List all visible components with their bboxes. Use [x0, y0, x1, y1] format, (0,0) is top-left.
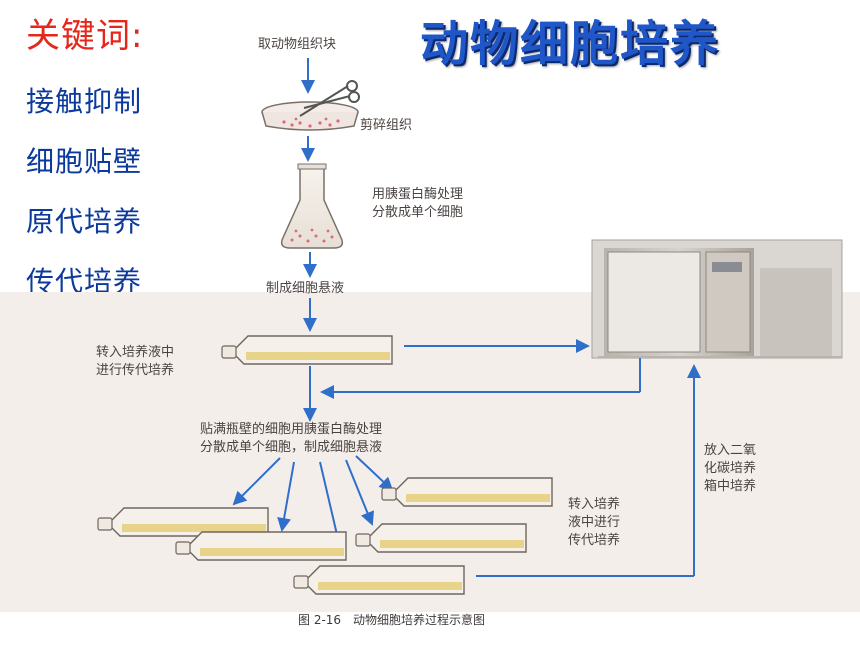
label-transfer-right-3: 传代培养	[568, 532, 620, 548]
keywords-title: 关键词:	[26, 16, 144, 56]
label-transfer-left-1: 转入培养液中	[96, 344, 174, 360]
keyword-contact-inhibition: 接触抑制	[26, 85, 143, 118]
culture-flask-2	[175, 531, 347, 561]
label-trypsin-line1: 用胰蛋白酶处理	[372, 186, 463, 202]
petri-dish-icon	[261, 101, 359, 131]
scissors-icon	[299, 80, 360, 117]
label-transfer-right-2: 液中进行	[568, 515, 620, 530]
label-mince: 剪碎组织	[360, 117, 412, 133]
label-incubator-2: 化碳培养	[704, 460, 756, 476]
keyword-primary-culture: 原代培养	[26, 205, 143, 238]
label-take-tissue: 取动物组织块	[258, 37, 336, 52]
culture-flask-4	[355, 523, 527, 553]
label-redisperse-2: 分散成单个细胞，制成细胞悬液	[200, 440, 382, 455]
culture-flask-5	[381, 477, 553, 507]
keyword-cell-adhesion: 细胞贴壁	[26, 145, 143, 178]
label-trypsin-line2: 分散成单个细胞	[372, 205, 463, 220]
label-incubator-1: 放入二氧	[704, 443, 756, 458]
arrow-fan-4	[345, 459, 374, 526]
arrow-fan-5	[355, 455, 394, 492]
label-transfer-left-2: 进行传代培养	[96, 362, 174, 378]
label-suspension: 制成细胞悬液	[266, 281, 344, 296]
culture-flask-3	[293, 565, 465, 595]
culture-flask-top	[221, 335, 393, 365]
figure-caption: 图 2-16 动物细胞培养过程示意图	[298, 612, 485, 627]
arrow-fan-2	[277, 461, 295, 532]
label-transfer-right-1: 转入培养	[568, 496, 620, 512]
arrow-fan-1	[232, 457, 281, 506]
label-redisperse-1: 贴满瓶壁的细胞用胰蛋白酶处理	[200, 421, 382, 437]
label-incubator-3: 箱中培养	[704, 478, 756, 494]
culture-flask-1	[97, 507, 269, 537]
flask-icon	[280, 163, 344, 249]
co2-incubator-image	[591, 239, 843, 359]
page-title: 动物细胞培养	[420, 16, 721, 72]
